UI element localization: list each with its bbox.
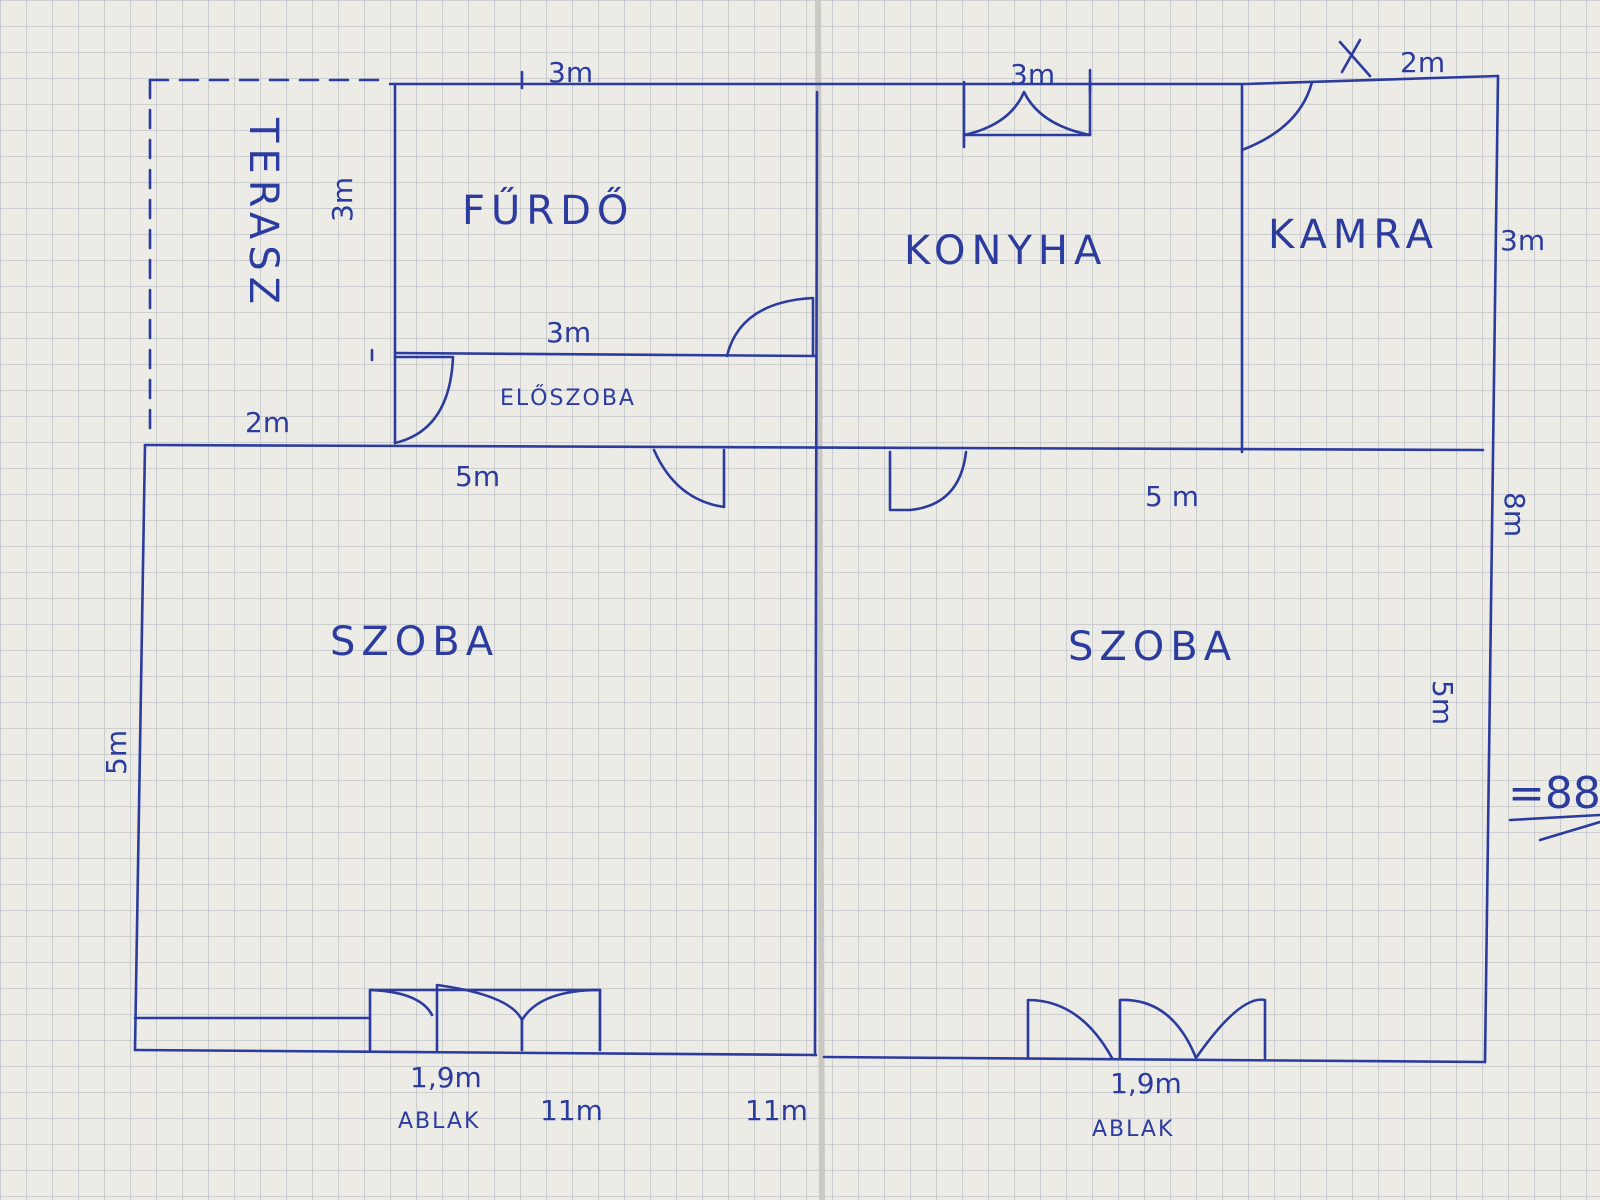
dim-terasz-bottom: 2m: [245, 406, 290, 439]
room-label-szoba-right: SZOBA: [1068, 624, 1237, 670]
dim-top-konyha: 3m: [1010, 58, 1055, 91]
room-label-kamra: KAMRA: [1268, 212, 1439, 258]
window-symbols: [368, 80, 1267, 1060]
notebook-fold: [815, 0, 825, 1200]
dim-left-room: 5m: [100, 730, 133, 775]
dimension-ticks: [370, 68, 1092, 362]
room-label-furdo: FŰRDŐ: [462, 185, 634, 234]
dim-left-upper-wall: 5m: [455, 460, 500, 493]
margin-note: =88: [1508, 768, 1600, 819]
margin-note-marks: [1338, 38, 1600, 842]
window-right-label: ABLAK: [1092, 1117, 1174, 1142]
window-left-label: ABLAK: [398, 1109, 480, 1134]
dim-bottom-left-total: 11m: [540, 1094, 603, 1127]
dim-right-room: 5m: [1426, 680, 1459, 725]
terrace-outline: [148, 78, 392, 442]
dim-top-furdo: 3m: [548, 56, 593, 89]
room-label-eloszoba: ELŐSZOBA: [500, 385, 636, 411]
room-label-szoba-left: SZOBA: [330, 619, 499, 665]
dim-right-total: 8m: [1498, 492, 1531, 537]
window-left-size: 1,9m: [410, 1061, 482, 1094]
interior-walls: [133, 82, 1485, 1057]
room-label-terasz: TERASZ: [240, 117, 286, 310]
dim-furdo-bottom: 3m: [546, 316, 591, 349]
outer-walls: [133, 74, 1500, 1064]
dim-right-kamra: 3m: [1500, 224, 1545, 257]
door-swing-symbols: [393, 80, 1314, 512]
dim-furdo-side: 3m: [326, 177, 359, 222]
dim-top-kamra: 2m: [1400, 46, 1445, 79]
dim-right-upper-wall: 5 m: [1145, 480, 1199, 513]
dim-bottom-center-total: 11m: [745, 1094, 808, 1127]
window-right-size: 1,9m: [1110, 1067, 1182, 1100]
room-label-konyha: KONYHA: [904, 228, 1107, 274]
